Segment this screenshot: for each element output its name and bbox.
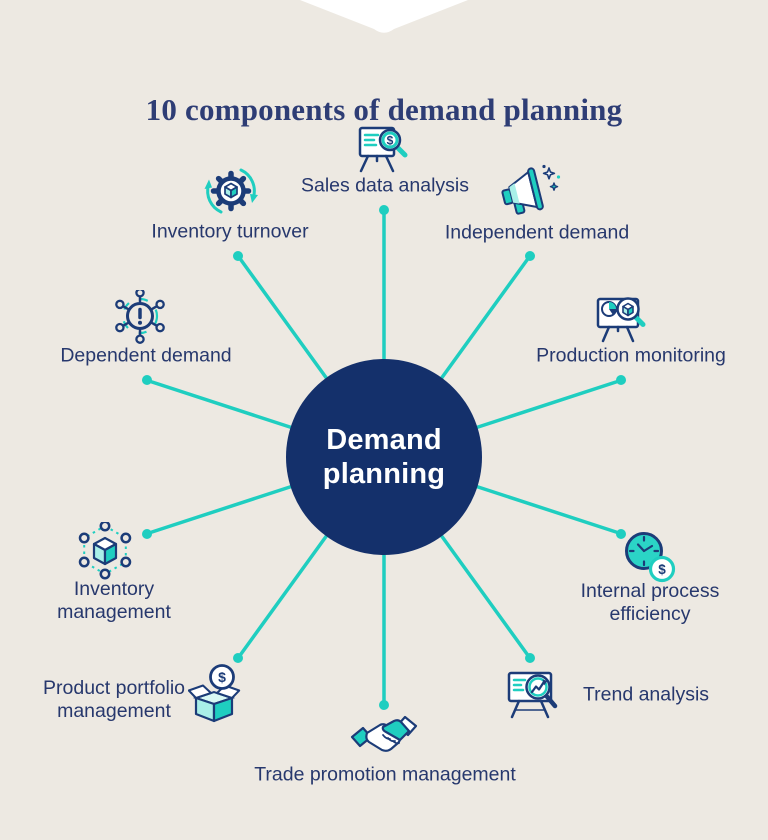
component-label: Internal process efficiency bbox=[580, 580, 720, 625]
spoke-endpoint-dots bbox=[142, 205, 626, 710]
spoke-endpoint-dot bbox=[379, 205, 389, 215]
alert-network-icon bbox=[115, 290, 165, 344]
easel-trend-magnifier-icon bbox=[507, 671, 558, 719]
page-title: 10 components of demand planning bbox=[145, 91, 623, 127]
spoke-line bbox=[436, 258, 529, 385]
spoke-line bbox=[239, 529, 332, 656]
spoke-endpoint-dot bbox=[616, 529, 626, 539]
component-label: Production monitoring bbox=[536, 344, 726, 367]
spoke-endpoint-dot bbox=[233, 653, 243, 663]
center-node: Demand planning bbox=[286, 359, 482, 555]
spoke-endpoint-dot bbox=[525, 251, 535, 261]
component-label: Independent demand bbox=[444, 221, 630, 244]
spoke-endpoint-dot bbox=[233, 251, 243, 261]
spoke-lines bbox=[150, 212, 618, 703]
spoke-endpoint-dot bbox=[525, 653, 535, 663]
component-label: Trend analysis bbox=[582, 683, 710, 706]
handshake-icon bbox=[350, 715, 418, 752]
component-label: Sales data analysis bbox=[300, 174, 470, 197]
megaphone-icon bbox=[501, 164, 561, 215]
spoke-endpoint-dot bbox=[142, 529, 152, 539]
component-label: Inventory management bbox=[57, 578, 171, 623]
easel-pie-magnifier-icon bbox=[596, 297, 646, 343]
spoke-line bbox=[470, 380, 618, 431]
component-label: Dependent demand bbox=[60, 344, 232, 367]
spoke-endpoint-dot bbox=[379, 700, 389, 710]
component-label: Trade promotion management bbox=[254, 763, 516, 786]
spoke-endpoint-dot bbox=[616, 375, 626, 385]
svg-text:$: $ bbox=[387, 134, 394, 148]
component-label: Product portfolio management bbox=[43, 677, 185, 722]
center-node-label: Demand planning bbox=[322, 424, 446, 490]
cube-network-icon bbox=[78, 522, 132, 580]
spoke-line bbox=[239, 258, 332, 385]
component-label: Inventory turnover bbox=[151, 220, 309, 243]
open-box-dollar-icon: $ bbox=[188, 664, 241, 723]
svg-text:$: $ bbox=[218, 669, 226, 685]
spoke-line bbox=[470, 483, 618, 534]
gear-cycle-icon bbox=[204, 168, 258, 214]
spoke-endpoint-dot bbox=[142, 375, 152, 385]
spoke-line bbox=[436, 529, 529, 656]
spoke-line bbox=[150, 380, 298, 431]
svg-text:$: $ bbox=[658, 562, 666, 577]
clock-dollar-icon: $ bbox=[625, 532, 676, 583]
spoke-line bbox=[150, 483, 298, 534]
notch-shape bbox=[300, 0, 468, 33]
easel-magnifier-dollar-icon: $ bbox=[358, 126, 408, 173]
